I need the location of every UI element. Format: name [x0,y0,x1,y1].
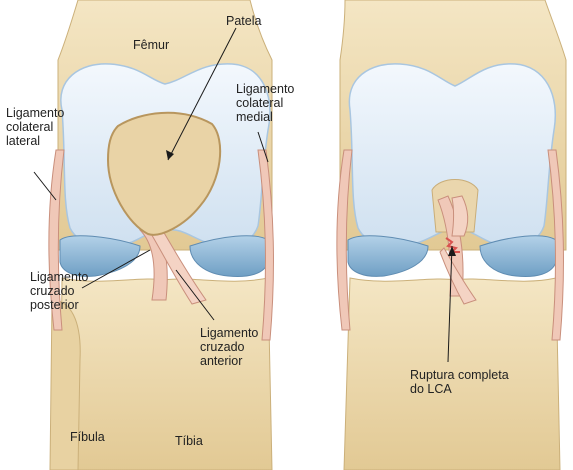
label-ligamento-colateral-lateral: Ligamento colateral lateral [6,106,64,148]
label-femur: Fêmur [133,38,169,52]
label-ligamento-colateral-medial: Ligamento colateral medial [236,82,294,124]
label-tibia: Tíbia [175,434,203,448]
label-ligamento-cruzado-posterior: Ligamento cruzado posterior [30,270,88,312]
label-ligamento-cruzado-anterior: Ligamento cruzado anterior [200,326,258,368]
label-ruptura: Ruptura completa do LCA [410,368,509,396]
label-patela: Patela [226,14,261,28]
label-fibula: Fíbula [70,430,105,444]
